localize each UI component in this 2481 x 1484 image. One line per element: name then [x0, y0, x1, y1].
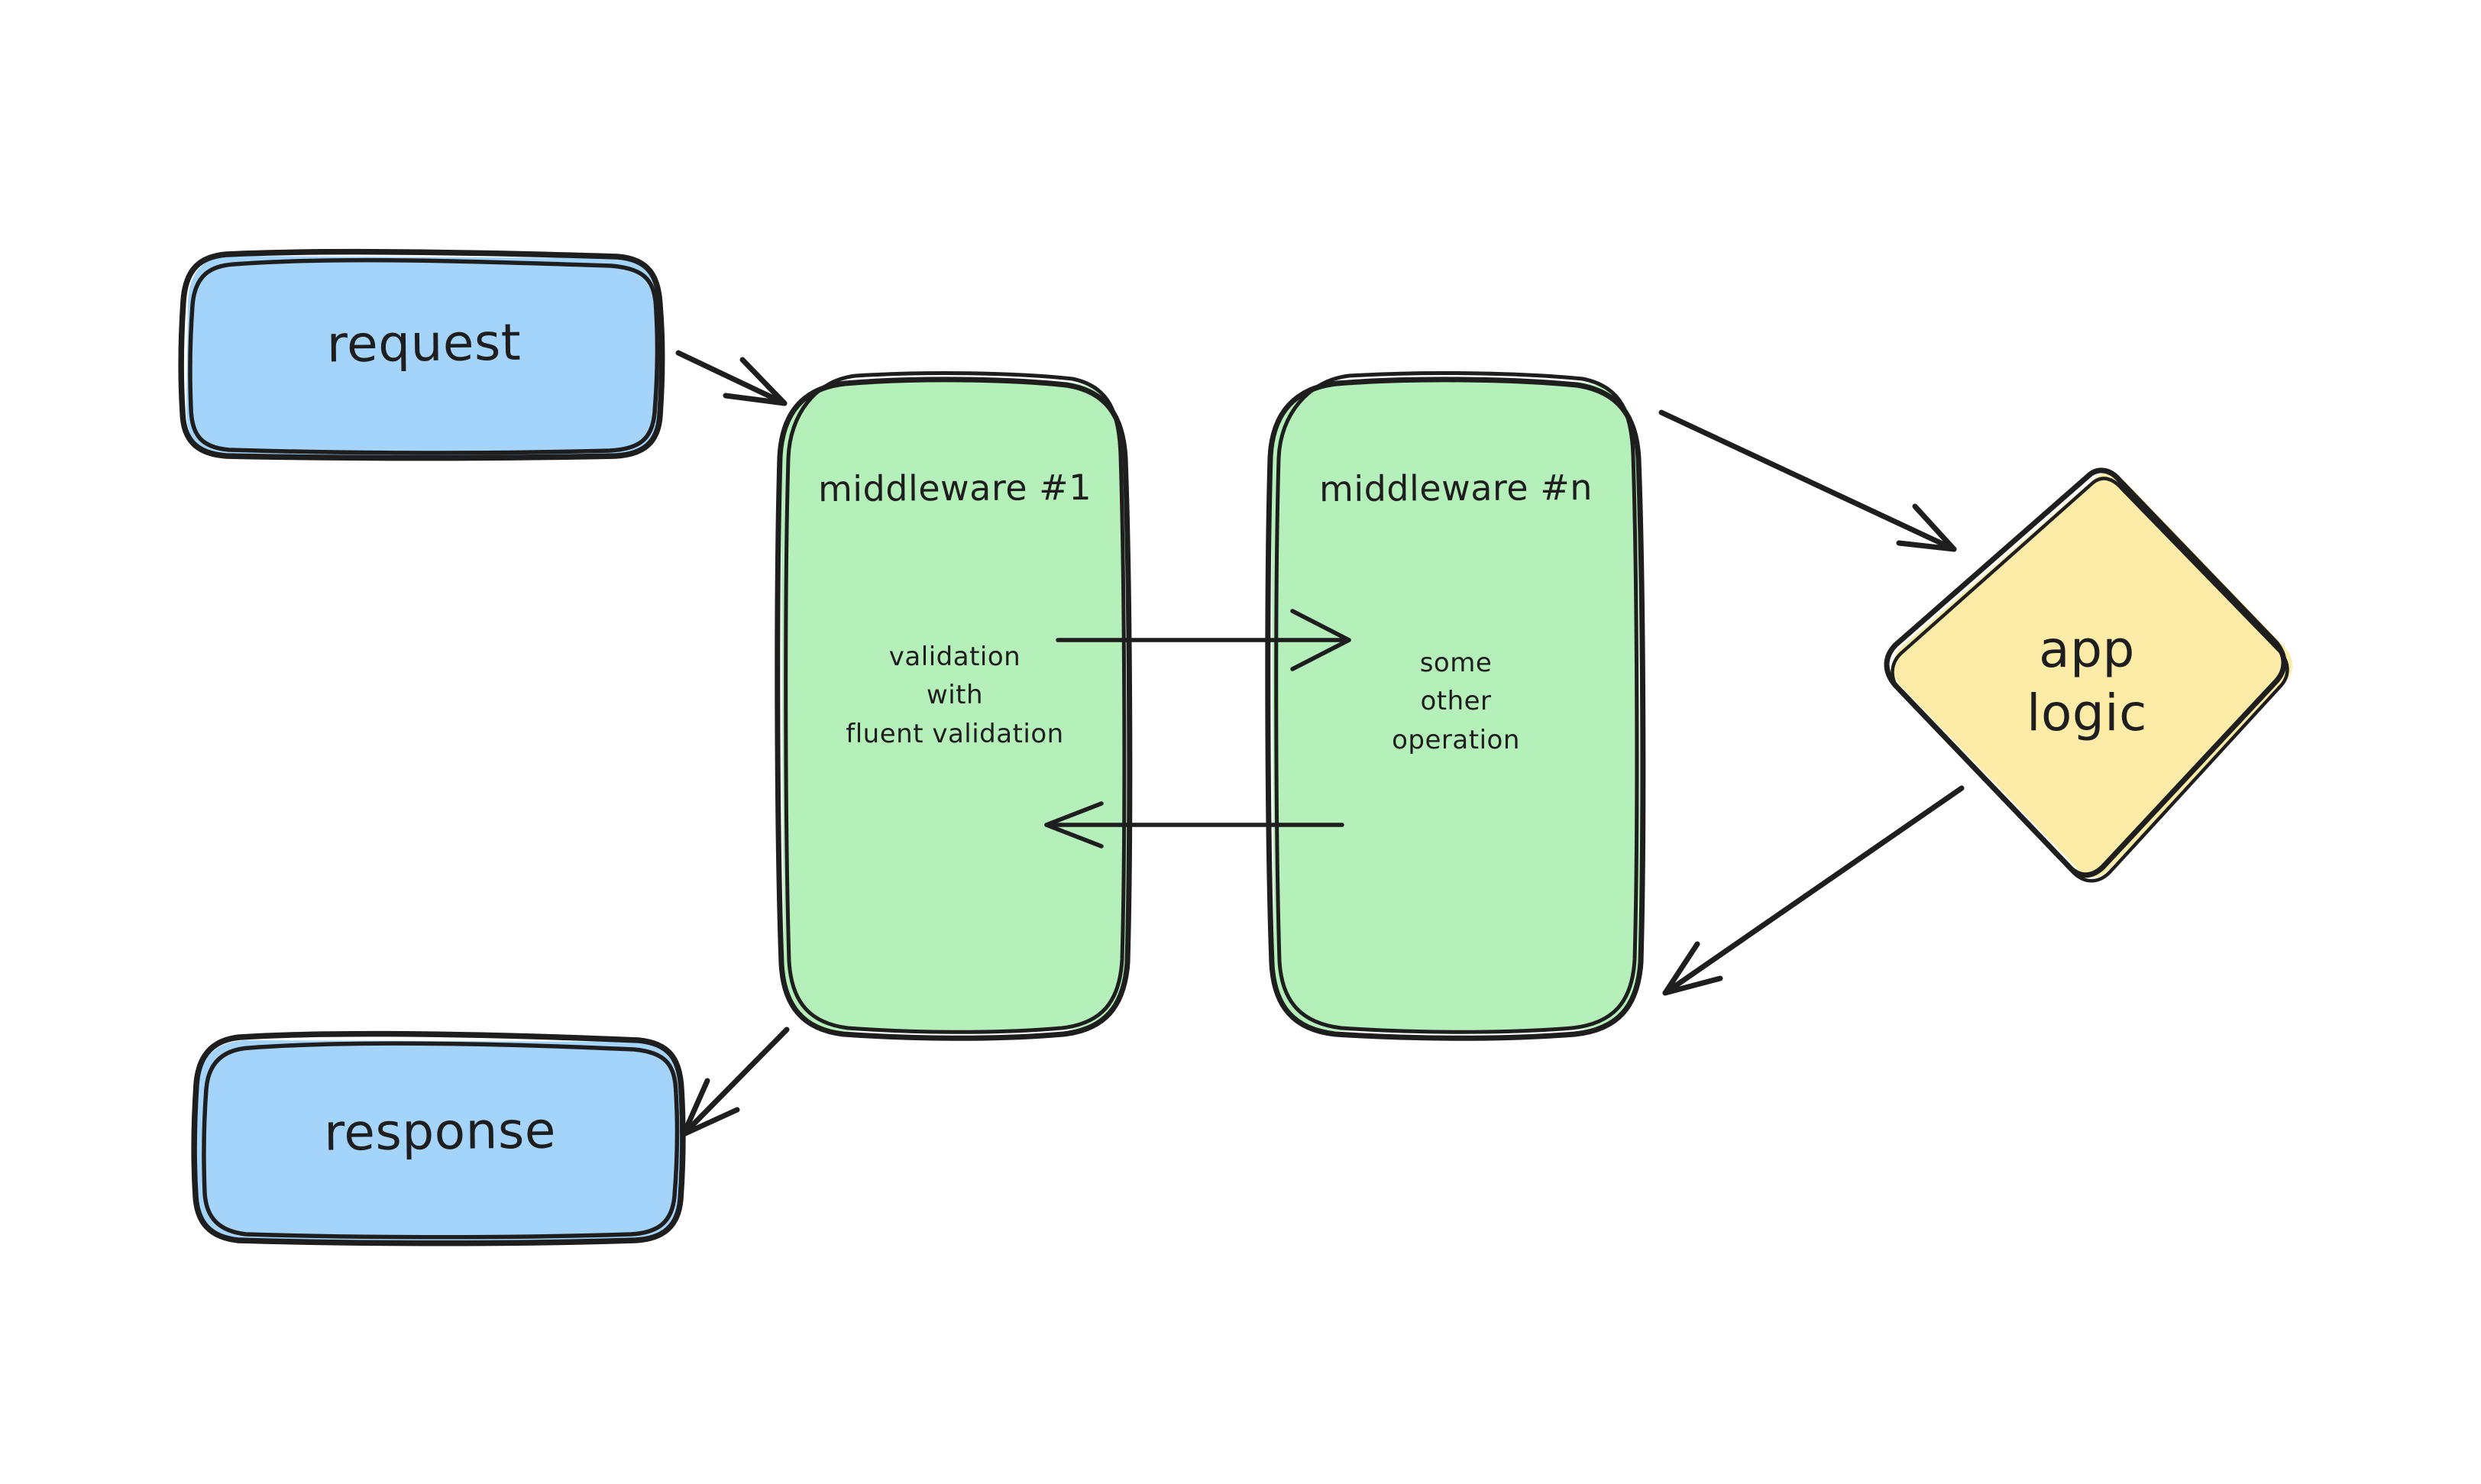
middleware-1-node-hit-area[interactable]	[779, 376, 1131, 1037]
app-logic-node-hit-area[interactable]	[1884, 467, 2290, 884]
request-outline-2	[188, 257, 660, 455]
edge-request-to-middleware-1-arrowhead	[723, 357, 788, 406]
edge-middleware-n-to-app-logic[interactable]	[1658, 409, 1957, 552]
edge-middleware-1-to-response[interactable]	[681, 1027, 790, 1137]
edge-request-to-middleware-1-line	[675, 350, 788, 406]
edge-middleware-1-to-middleware-n[interactable]	[1056, 609, 1351, 671]
edge-middleware-n-to-app-logic-line	[1658, 409, 1957, 552]
edge-app-logic-to-middleware-n-line	[1662, 785, 1965, 996]
middleware-n-outline-2	[1274, 371, 1639, 1034]
middleware-1-outline-2	[784, 371, 1127, 1034]
node-request[interactable]	[178, 248, 665, 461]
edge-middleware-1-to-response-line	[681, 1027, 790, 1137]
response-node-hit-area[interactable]	[192, 1035, 684, 1246]
node-middleware-n[interactable]	[1265, 371, 1646, 1041]
request-fill	[186, 256, 663, 457]
edge-app-logic-to-middleware-n-arrowhead	[1662, 941, 1723, 996]
response-fill	[196, 1040, 683, 1243]
edge-middleware-n-to-app-logic-arrowhead	[1896, 503, 1957, 552]
middleware-n-node-hit-area[interactable]	[1268, 376, 1644, 1037]
response-outline-2	[202, 1041, 680, 1240]
request-node-hit-area[interactable]	[183, 252, 665, 460]
request-outline-1	[178, 248, 665, 461]
response-outline-1	[191, 1030, 686, 1246]
middleware-n-outline-1	[1265, 377, 1646, 1041]
node-app-logic[interactable]	[1884, 467, 2292, 883]
node-response[interactable]	[191, 1030, 686, 1246]
edge-request-to-middleware-1[interactable]	[675, 350, 788, 406]
app-logic-outline-1	[1884, 467, 2287, 878]
middleware-1-outline-1	[775, 377, 1133, 1041]
edge-middleware-n-to-middleware-1[interactable]	[1044, 801, 1344, 849]
middleware-n-fill	[1271, 380, 1641, 1031]
edge-middleware-1-to-middleware-n-arrowhead	[1290, 609, 1351, 671]
edge-middleware-1-to-response-arrowhead	[681, 1078, 740, 1137]
node-middleware-1[interactable]	[775, 371, 1133, 1041]
edge-middleware-n-to-middleware-1-arrowhead	[1044, 801, 1104, 849]
app-logic-outline-2	[1891, 477, 2289, 883]
middleware-1-fill	[781, 380, 1127, 1031]
edge-app-logic-to-middleware-n[interactable]	[1662, 785, 1965, 996]
